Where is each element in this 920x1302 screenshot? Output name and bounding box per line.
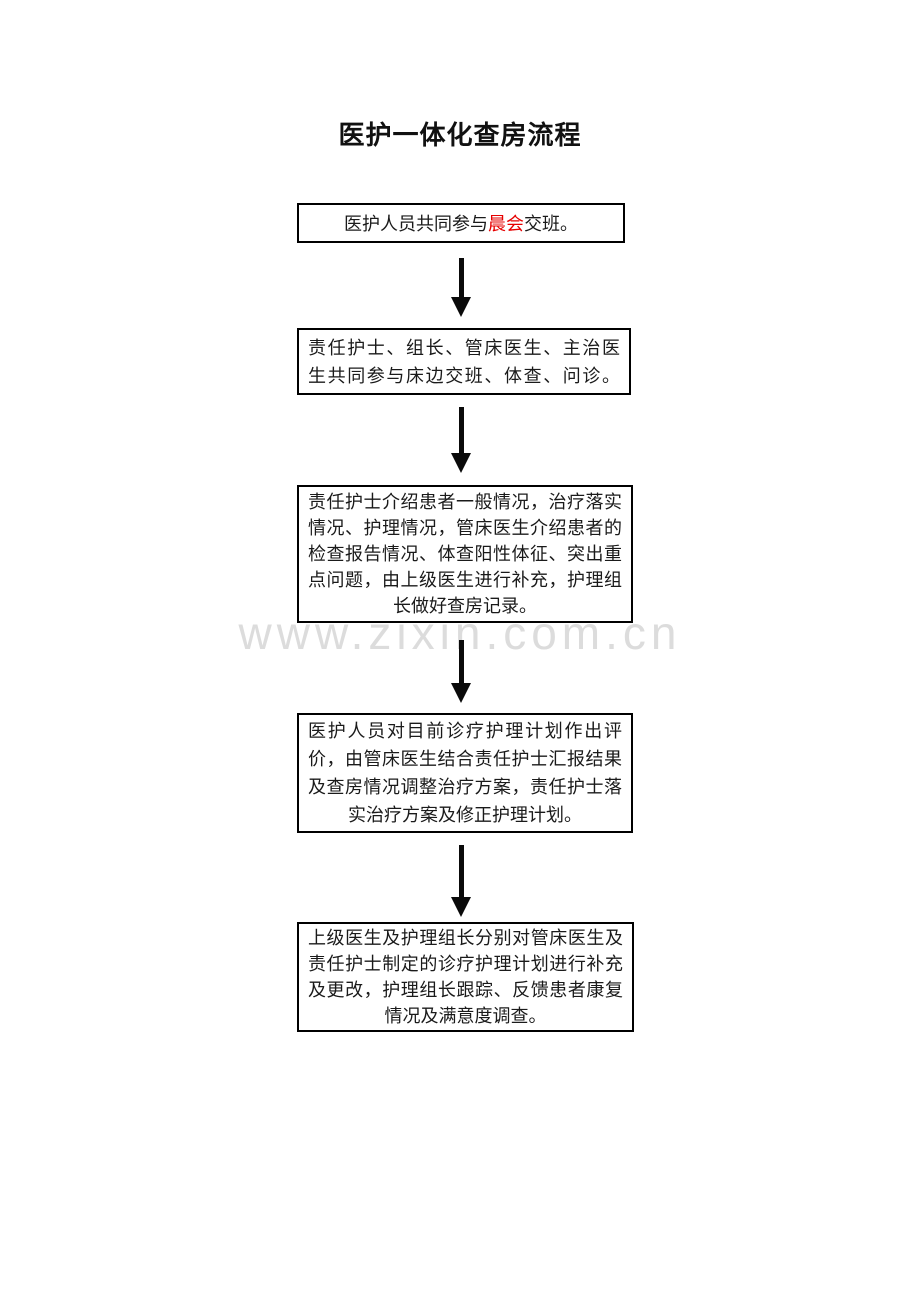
flow-box-step-2: 责任护士、组长、管床医生、主治医 生共同参与床边交班、体查、问诊。 — [297, 328, 631, 395]
page-title: 医护一体化查房流程 — [338, 121, 582, 150]
flow-box-step-4: 医护人员对目前诊疗护理计划作出评 价，由管床医生结合责任护士汇报结果 及查房情况… — [297, 713, 633, 833]
flow-box-line: 医护人员对目前诊疗护理计划作出评 — [308, 721, 622, 741]
flow-box-line: 检查报告情况、体查阳性体征、突出重 — [308, 544, 622, 564]
down-arrow-shaft — [458, 258, 464, 297]
step-1-text-prefix: 医护人员共同参与 — [344, 214, 488, 234]
down-arrow-head — [451, 897, 471, 917]
flow-box-step-3: 责任护士介绍患者一般情况，治疗落实 情况、护理情况，管床医生介绍患者的 检查报告… — [297, 485, 633, 623]
down-arrow-shaft — [458, 845, 464, 897]
flow-box-line: 情况、护理情况，管床医生介绍患者的 — [308, 518, 622, 538]
step-1-text-highlight: 晨会 — [488, 214, 524, 234]
down-arrow-head — [451, 297, 471, 317]
flow-box-line: 生共同参与床边交班、体查、问诊。 — [308, 366, 620, 386]
flow-box-line: 及更改，护理组长跟踪、反馈患者康复 — [308, 980, 623, 1000]
flow-box-line: 及查房情况调整治疗方案，责任护士落 — [308, 777, 622, 797]
flow-box-line: 价，由管床医生结合责任护士汇报结果 — [308, 749, 622, 769]
step-1-text-suffix: 交班。 — [524, 214, 578, 234]
flow-box-line: 责任护士、组长、管床医生、主治医 — [308, 338, 620, 358]
down-arrow-shaft — [458, 407, 464, 453]
down-arrow-icon — [451, 845, 471, 917]
down-arrow-icon — [451, 407, 471, 473]
flow-box-line: 实治疗方案及修正护理计划。 — [348, 805, 582, 825]
flow-box-step-1-text: 医护人员共同参与晨会交班。 — [344, 210, 578, 236]
down-arrow-head — [451, 453, 471, 473]
flow-box-line: 长做好查房记录。 — [393, 596, 537, 616]
flow-box-line: 点问题，由上级医生进行补充，护理组 — [308, 570, 622, 590]
flow-box-line: 责任护士介绍患者一般情况，治疗落实 — [308, 492, 622, 512]
down-arrow-shaft — [458, 640, 464, 683]
flow-box-line: 责任护士制定的诊疗护理计划进行补充 — [308, 954, 623, 974]
flow-box-step-5: 上级医生及护理组长分别对管床医生及 责任护士制定的诊疗护理计划进行补充 及更改，… — [297, 922, 634, 1032]
flow-box-line: 上级医生及护理组长分别对管床医生及 — [308, 928, 623, 948]
down-arrow-icon — [451, 258, 471, 317]
down-arrow-head — [451, 683, 471, 703]
down-arrow-icon — [451, 640, 471, 703]
flow-box-line: 情况及满意度调查。 — [384, 1006, 547, 1026]
flow-box-step-1: 医护人员共同参与晨会交班。 — [297, 203, 625, 243]
